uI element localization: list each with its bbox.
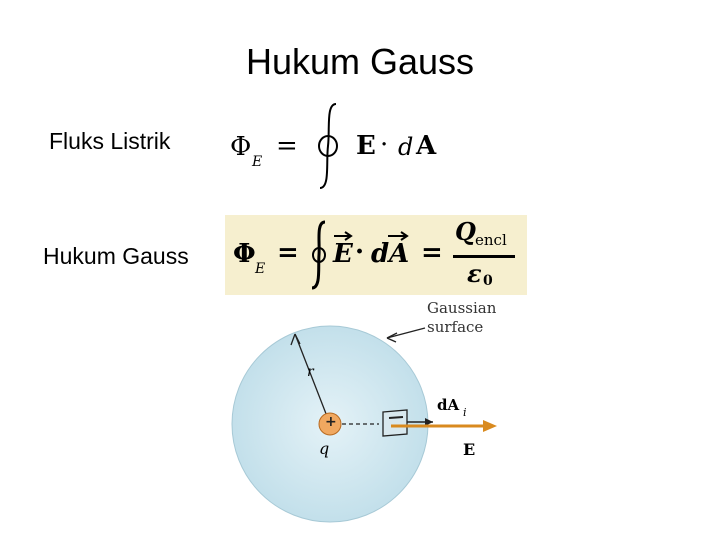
vector-arrow-icon	[388, 231, 409, 241]
radius-arrow-icon	[290, 333, 301, 346]
epsilon-subscript: 0	[483, 273, 493, 289]
area-vector: A	[416, 131, 437, 161]
charge-sign: +	[325, 414, 337, 430]
radius-label: r	[307, 364, 314, 380]
phi-subscript: E	[255, 261, 266, 277]
area-element-mark	[388, 416, 404, 419]
closed-integral-icon	[318, 103, 338, 189]
differential-d: d	[371, 239, 390, 269]
gaussian-surface-diagram: Gaussian surface r + q dA i E	[225, 298, 525, 534]
surface-label-line1: Gaussian	[427, 299, 497, 317]
area-vector-subscript: i	[463, 406, 467, 419]
field-vector: E	[333, 239, 353, 269]
field-arrow-head-icon	[483, 420, 497, 432]
dot-operator: ·	[380, 130, 389, 160]
vector-arrow-icon	[334, 231, 353, 241]
phi-symbol: Φ	[230, 132, 252, 162]
gauss-law-label: Hukum Gauss	[43, 243, 189, 269]
surface-pointer-line	[386, 327, 426, 339]
enclosed-subscript: encl	[475, 231, 507, 249]
radius-line	[294, 333, 331, 425]
area-vector-arrow-icon	[425, 418, 433, 426]
charge-label: q	[319, 439, 330, 458]
area-element	[382, 409, 408, 437]
fraction-bar	[453, 255, 515, 258]
dot-operator: ·	[355, 237, 365, 267]
gauss-law-equation: Φ E = E · d A = Q encl ε 0	[225, 215, 527, 295]
equals-sign: =	[277, 238, 299, 268]
slide-title: Hukum Gauss	[245, 41, 475, 82]
permittivity-epsilon: ε	[467, 259, 482, 288]
field-label: E	[463, 440, 476, 459]
point-charge	[318, 412, 342, 436]
area-vector: A	[389, 239, 410, 269]
field-vector: E	[356, 131, 376, 161]
area-vector-label: dA	[437, 396, 460, 414]
differential-d: d	[398, 133, 414, 161]
surface-pointer-arrow-icon	[386, 332, 398, 343]
flux-equation: Φ E = E · d A	[222, 100, 462, 192]
closed-integral-icon	[311, 220, 326, 290]
phi-subscript: E	[252, 154, 263, 170]
enclosed-charge: Q	[455, 217, 476, 246]
equals-sign: =	[276, 131, 298, 161]
surface-label-line2: surface	[427, 318, 484, 336]
phi-symbol: Φ	[233, 239, 256, 269]
equals-sign-2: =	[421, 238, 443, 268]
flux-label: Fluks Listrik	[49, 128, 171, 154]
